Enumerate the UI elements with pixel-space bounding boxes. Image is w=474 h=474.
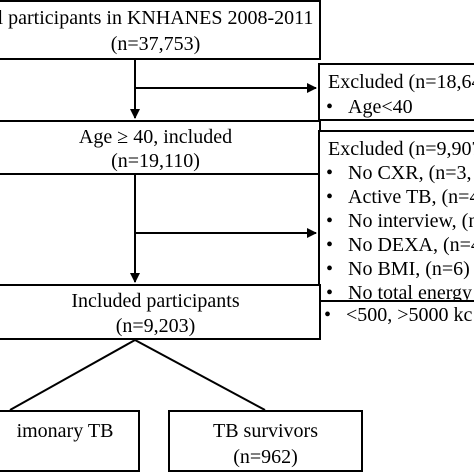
split-line-left	[9, 339, 136, 411]
pulmonary-tb-box: imonary TB )	[0, 410, 140, 472]
excluded-energy-range: <500, >5000 kc	[346, 304, 473, 326]
bullet-glyph: •	[326, 282, 334, 302]
excluded-criteria-title: Excluded (n=9,907	[328, 138, 474, 160]
bullet-glyph: •	[326, 210, 334, 232]
bullet-glyph: •	[326, 234, 334, 256]
included-participants-count: (n=9,203)	[115, 315, 196, 337]
excluded-no-dexa: No DEXA, (n=4	[348, 234, 474, 256]
age-included-count: (n=19,110)	[111, 150, 200, 172]
age-included-box: Age ≥ 40, included (n=19,110)	[0, 120, 321, 175]
excluded-no-total-energy: No total energy	[348, 282, 473, 302]
included-participants-box: Included participants (n=9,203)	[0, 284, 321, 340]
excluded-criteria-item: • No DEXA, (n=4	[326, 234, 474, 256]
bullet-glyph: •	[326, 162, 334, 184]
split-line-right	[134, 339, 266, 411]
excluded-criteria-item: • <500, >5000 kc	[324, 304, 472, 326]
excluded-criteria-item: • Active TB, (n=4	[326, 186, 474, 208]
bullet-glyph: •	[324, 304, 332, 326]
excluded-no-bmi: No BMI, (n=6)	[348, 258, 470, 280]
total-participants-box: l participants in KNHANES 2008-2011 (n=3…	[0, 0, 321, 60]
total-participants-count: (n=37,753)	[110, 33, 201, 55]
excluded-criteria-box: Excluded (n=9,907 • No CXR, (n=3, • Active…	[318, 130, 474, 302]
bullet-glyph: •	[326, 258, 334, 280]
tb-survivors-box: TB survivors (n=962)	[168, 410, 363, 472]
total-participants-label: l participants in KNHANES 2008-2011	[0, 7, 314, 29]
pulmonary-tb-label: imonary TB	[16, 420, 114, 442]
excluded-age-title: Excluded (n=18,64	[328, 71, 474, 93]
excluded-criteria-item: • No CXR, (n=3,	[326, 162, 472, 184]
excluded-criteria-item: • No interview, (n	[326, 210, 474, 232]
tb-survivors-count: (n=962)	[233, 446, 298, 468]
excluded-age-box: Excluded (n=18,64 • Age<40	[318, 63, 474, 121]
excluded-criteria-item: • No BMI, (n=6)	[326, 258, 470, 280]
age-included-label: Age ≥ 40, included	[78, 126, 233, 148]
excluded-age-bullet: • Age<40	[326, 96, 413, 118]
included-participants-label: Included participants	[71, 290, 240, 312]
excluded-no-cxr: No CXR, (n=3,	[348, 162, 472, 184]
tb-survivors-label: TB survivors	[213, 420, 318, 442]
excluded-age-reason: Age<40	[348, 96, 413, 118]
excluded-no-interview: No interview, (n	[348, 210, 474, 232]
excluded-active-tb: Active TB, (n=4	[348, 186, 474, 208]
pulmonary-tb-count: )	[0, 446, 138, 468]
bullet-glyph: •	[326, 96, 334, 118]
excluded-criteria-item: • No total energy	[326, 282, 473, 302]
bullet-glyph: •	[326, 186, 334, 208]
